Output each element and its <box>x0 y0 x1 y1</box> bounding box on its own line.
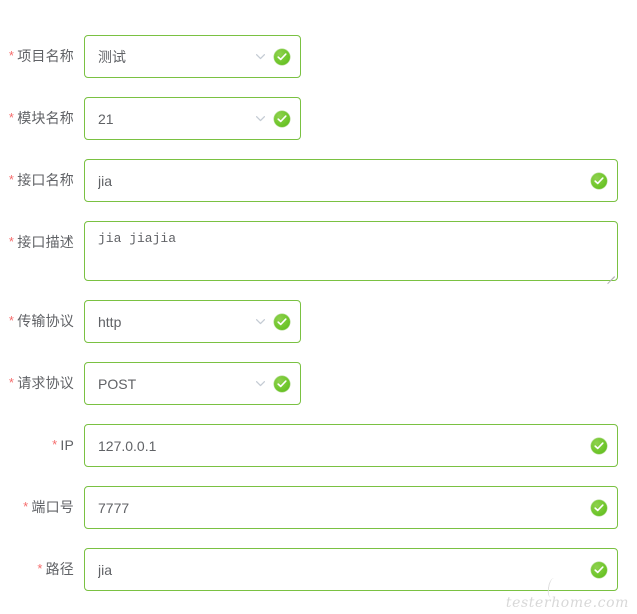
control-request-method <box>84 362 301 405</box>
form-row-port-number: *端口号 <box>0 486 637 529</box>
control-path <box>84 548 618 591</box>
request-method-select[interactable] <box>84 362 301 405</box>
label-interface-name: *接口名称 <box>0 159 84 202</box>
required-asterisk: * <box>8 48 15 63</box>
watermark: testerhome.com <box>505 577 629 611</box>
form-row-module-name: *模块名称 <box>0 97 637 140</box>
label-text: 请求协议 <box>17 375 74 391</box>
check-circle-icon <box>274 110 290 127</box>
control-project-name <box>84 35 301 78</box>
form-row-project-name: *项目名称 <box>0 35 637 78</box>
required-asterisk: * <box>8 172 15 187</box>
label-request-method: *请求协议 <box>0 362 84 405</box>
label-module-name: *模块名称 <box>0 97 84 140</box>
check-circle-icon <box>591 561 607 578</box>
interface-description-textarea[interactable] <box>84 221 618 281</box>
label-ip-address: *IP <box>0 424 84 467</box>
ip-address-input[interactable] <box>84 424 618 467</box>
form-row-path: *路径 <box>0 548 637 591</box>
label-transfer-protocol: *传输协议 <box>0 300 84 343</box>
form-row-request-method: *请求协议 <box>0 362 637 405</box>
form-row-interface-description: *接口描述 <box>0 221 637 285</box>
label-text: 接口描述 <box>17 234 74 250</box>
control-transfer-protocol <box>84 300 301 343</box>
port-number-input[interactable] <box>84 486 618 529</box>
required-asterisk: * <box>8 110 15 125</box>
form-row-transfer-protocol: *传输协议 <box>0 300 637 343</box>
check-circle-icon <box>274 48 290 65</box>
check-circle-icon <box>274 375 290 392</box>
control-ip-address <box>84 424 618 467</box>
project-name-select[interactable] <box>84 35 301 78</box>
label-text: 项目名称 <box>17 48 74 64</box>
resize-grip-icon[interactable] <box>604 267 615 285</box>
label-project-name: *项目名称 <box>0 35 84 78</box>
label-text: IP <box>60 437 74 453</box>
control-interface-description <box>84 221 618 285</box>
label-text: 路径 <box>45 561 74 577</box>
form-row-interface-name: *接口名称 <box>0 159 637 202</box>
label-port-number: *端口号 <box>0 486 84 529</box>
label-text: 接口名称 <box>17 172 74 188</box>
module-name-select[interactable] <box>84 97 301 140</box>
transfer-protocol-select[interactable] <box>84 300 301 343</box>
required-asterisk: * <box>8 234 15 249</box>
check-circle-icon <box>591 499 607 516</box>
check-circle-icon <box>591 172 607 189</box>
check-circle-icon <box>274 313 290 330</box>
required-asterisk: * <box>23 499 29 514</box>
check-circle-icon <box>591 437 607 454</box>
label-text: 模块名称 <box>17 110 74 126</box>
control-interface-name <box>84 159 618 202</box>
watermark-text: testerhome.com <box>505 595 629 611</box>
label-interface-description: *接口描述 <box>0 221 84 264</box>
path-input[interactable] <box>84 548 618 591</box>
required-asterisk: * <box>37 561 43 576</box>
label-text: 端口号 <box>31 499 74 515</box>
label-text: 传输协议 <box>17 313 74 329</box>
interface-name-input[interactable] <box>84 159 618 202</box>
required-asterisk: * <box>8 313 15 328</box>
form-row-ip-address: *IP <box>0 424 637 467</box>
required-asterisk: * <box>8 375 15 390</box>
required-asterisk: * <box>52 437 58 452</box>
label-path: *路径 <box>0 548 84 591</box>
control-module-name <box>84 97 301 140</box>
control-port-number <box>84 486 618 529</box>
